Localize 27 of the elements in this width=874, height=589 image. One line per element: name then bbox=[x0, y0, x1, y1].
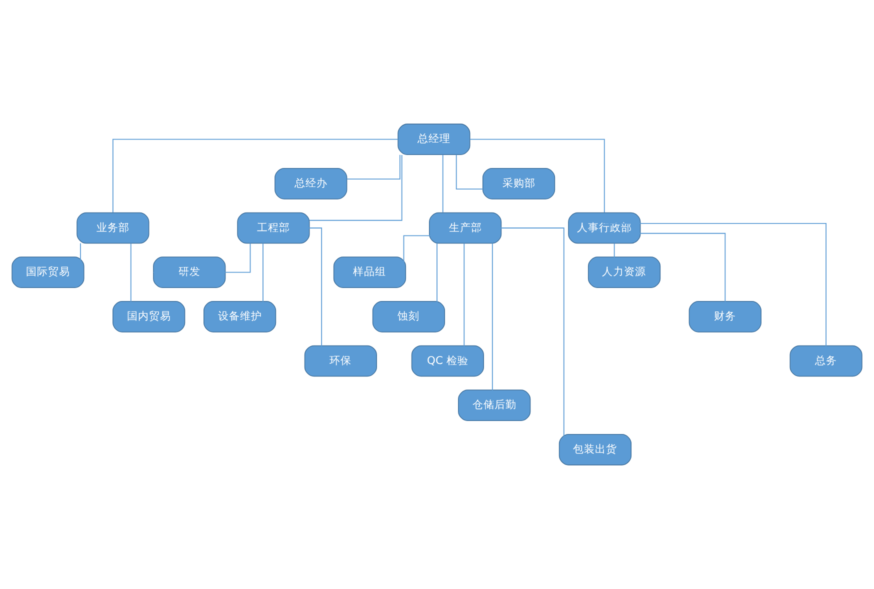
node-box: 蚀刻 bbox=[372, 301, 446, 332]
connector bbox=[112, 138, 398, 214]
node-box: QC 检验 bbox=[411, 345, 484, 377]
node-box: 业务部 bbox=[76, 212, 150, 244]
node-box: 国内贸易 bbox=[112, 301, 186, 332]
node-box: 总经办 bbox=[274, 168, 348, 200]
connector bbox=[604, 222, 826, 362]
connector bbox=[469, 138, 605, 214]
node-box: 采购部 bbox=[482, 168, 556, 200]
node-box: 仓储后勤 bbox=[458, 390, 531, 421]
connector bbox=[130, 242, 132, 318]
connector bbox=[309, 154, 402, 221]
connector bbox=[492, 242, 493, 406]
connector bbox=[152, 242, 251, 273]
node-box: 设备维护 bbox=[204, 301, 276, 332]
connector bbox=[464, 242, 465, 362]
node-box: 环保 bbox=[304, 345, 377, 377]
node-box: 样品组 bbox=[333, 256, 406, 288]
node-box: 人力资源 bbox=[588, 256, 661, 288]
node-box: 国际贸易 bbox=[12, 256, 84, 288]
connector bbox=[442, 154, 444, 213]
connector bbox=[346, 154, 400, 180]
node-box: 包装出货 bbox=[558, 434, 632, 466]
node-box: 总经理 bbox=[398, 124, 470, 156]
node-box: 总务 bbox=[790, 345, 862, 377]
connector bbox=[456, 154, 484, 190]
node-box: 财务 bbox=[688, 301, 762, 332]
